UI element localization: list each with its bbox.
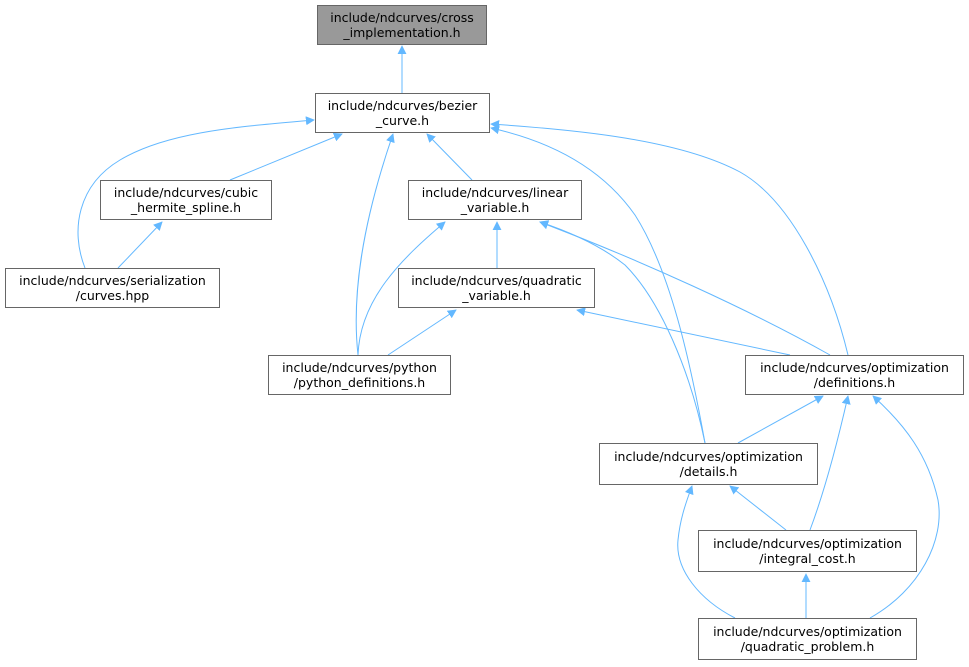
node-label-line: /quadratic_problem.h — [740, 639, 875, 654]
node-label-line: include/ndcurves/serialization — [19, 273, 206, 288]
node-serialization[interactable]: include/ndcurves/serialization/curves.hp… — [5, 268, 220, 308]
node-bezier[interactable]: include/ndcurves/bezier_curve.h — [315, 93, 490, 133]
edge-serialization-to-cubic — [117, 221, 163, 269]
node-label-line: _variable.h — [460, 200, 530, 215]
edge-linear-to-bezier — [426, 133, 473, 181]
node-label-line: _curve.h — [375, 113, 430, 128]
edge-optquad-to-optdet — [677, 485, 736, 619]
node-optdet[interactable]: include/ndcurves/optimization/details.h — [599, 443, 818, 485]
node-label-line: include/ndcurves/optimization — [713, 624, 902, 639]
edge-optdef-to-quadratic — [576, 307, 791, 356]
edge-optint-to-optdef — [809, 395, 851, 531]
edge-python-to-bezier — [355, 133, 395, 356]
edge-python-to-quadratic — [387, 309, 457, 356]
node-label-line: include/ndcurves/optimization — [760, 360, 949, 375]
edge-optdef-to-bezier — [490, 120, 849, 356]
node-cubic[interactable]: include/ndcurves/cubic_hermite_spline.h — [100, 180, 272, 220]
node-optdef[interactable]: include/ndcurves/optimization/definition… — [745, 355, 964, 395]
node-label-line: include/ndcurves/optimization — [713, 536, 902, 551]
node-linear[interactable]: include/ndcurves/linear_variable.h — [408, 180, 582, 220]
edge-optquad-to-optdef — [869, 395, 940, 619]
node-label-line: _variable.h — [462, 288, 531, 303]
node-label-line: _implementation.h — [343, 25, 461, 40]
node-label-line: include/ndcurves/bezier — [327, 98, 478, 113]
edge-optdef-to-linear — [539, 220, 831, 356]
edge-python-to-linear — [357, 221, 446, 356]
node-python[interactable]: include/ndcurves/python/python_definitio… — [268, 355, 451, 395]
edge-optdet-to-optdef — [737, 395, 824, 444]
node-optint[interactable]: include/ndcurves/optimization/integral_c… — [698, 530, 917, 572]
node-label-line: include/ndcurves/optimization — [614, 449, 803, 464]
node-label-line: include/ndcurves/quadratic — [411, 273, 582, 288]
node-label-line: /definitions.h — [813, 375, 896, 390]
edge-cubic-to-bezier — [229, 132, 343, 181]
node-label-line: _hermite_spline.h — [130, 200, 242, 215]
node-label-line: /integral_cost.h — [759, 551, 856, 566]
node-quadratic[interactable]: include/ndcurves/quadratic_variable.h — [398, 268, 595, 308]
edge-optdet-to-bezier — [490, 125, 706, 444]
node-label-line: include/ndcurves/linear — [421, 185, 569, 200]
node-label-line: include/ndcurves/cross — [330, 10, 474, 25]
node-label-line: /curves.hpp — [75, 288, 150, 303]
node-label-line: include/ndcurves/cubic — [113, 185, 259, 200]
node-cross: include/ndcurves/cross_implementation.h — [317, 5, 487, 45]
edge-serialization-to-bezier — [77, 116, 315, 269]
node-label-line: include/ndcurves/python — [282, 360, 437, 375]
node-optquad[interactable]: include/ndcurves/optimization/quadratic_… — [698, 618, 917, 660]
node-label-line: /python_definitions.h — [293, 375, 426, 390]
edge-optint-to-optdet — [729, 485, 787, 531]
node-label-line: /details.h — [679, 464, 738, 479]
